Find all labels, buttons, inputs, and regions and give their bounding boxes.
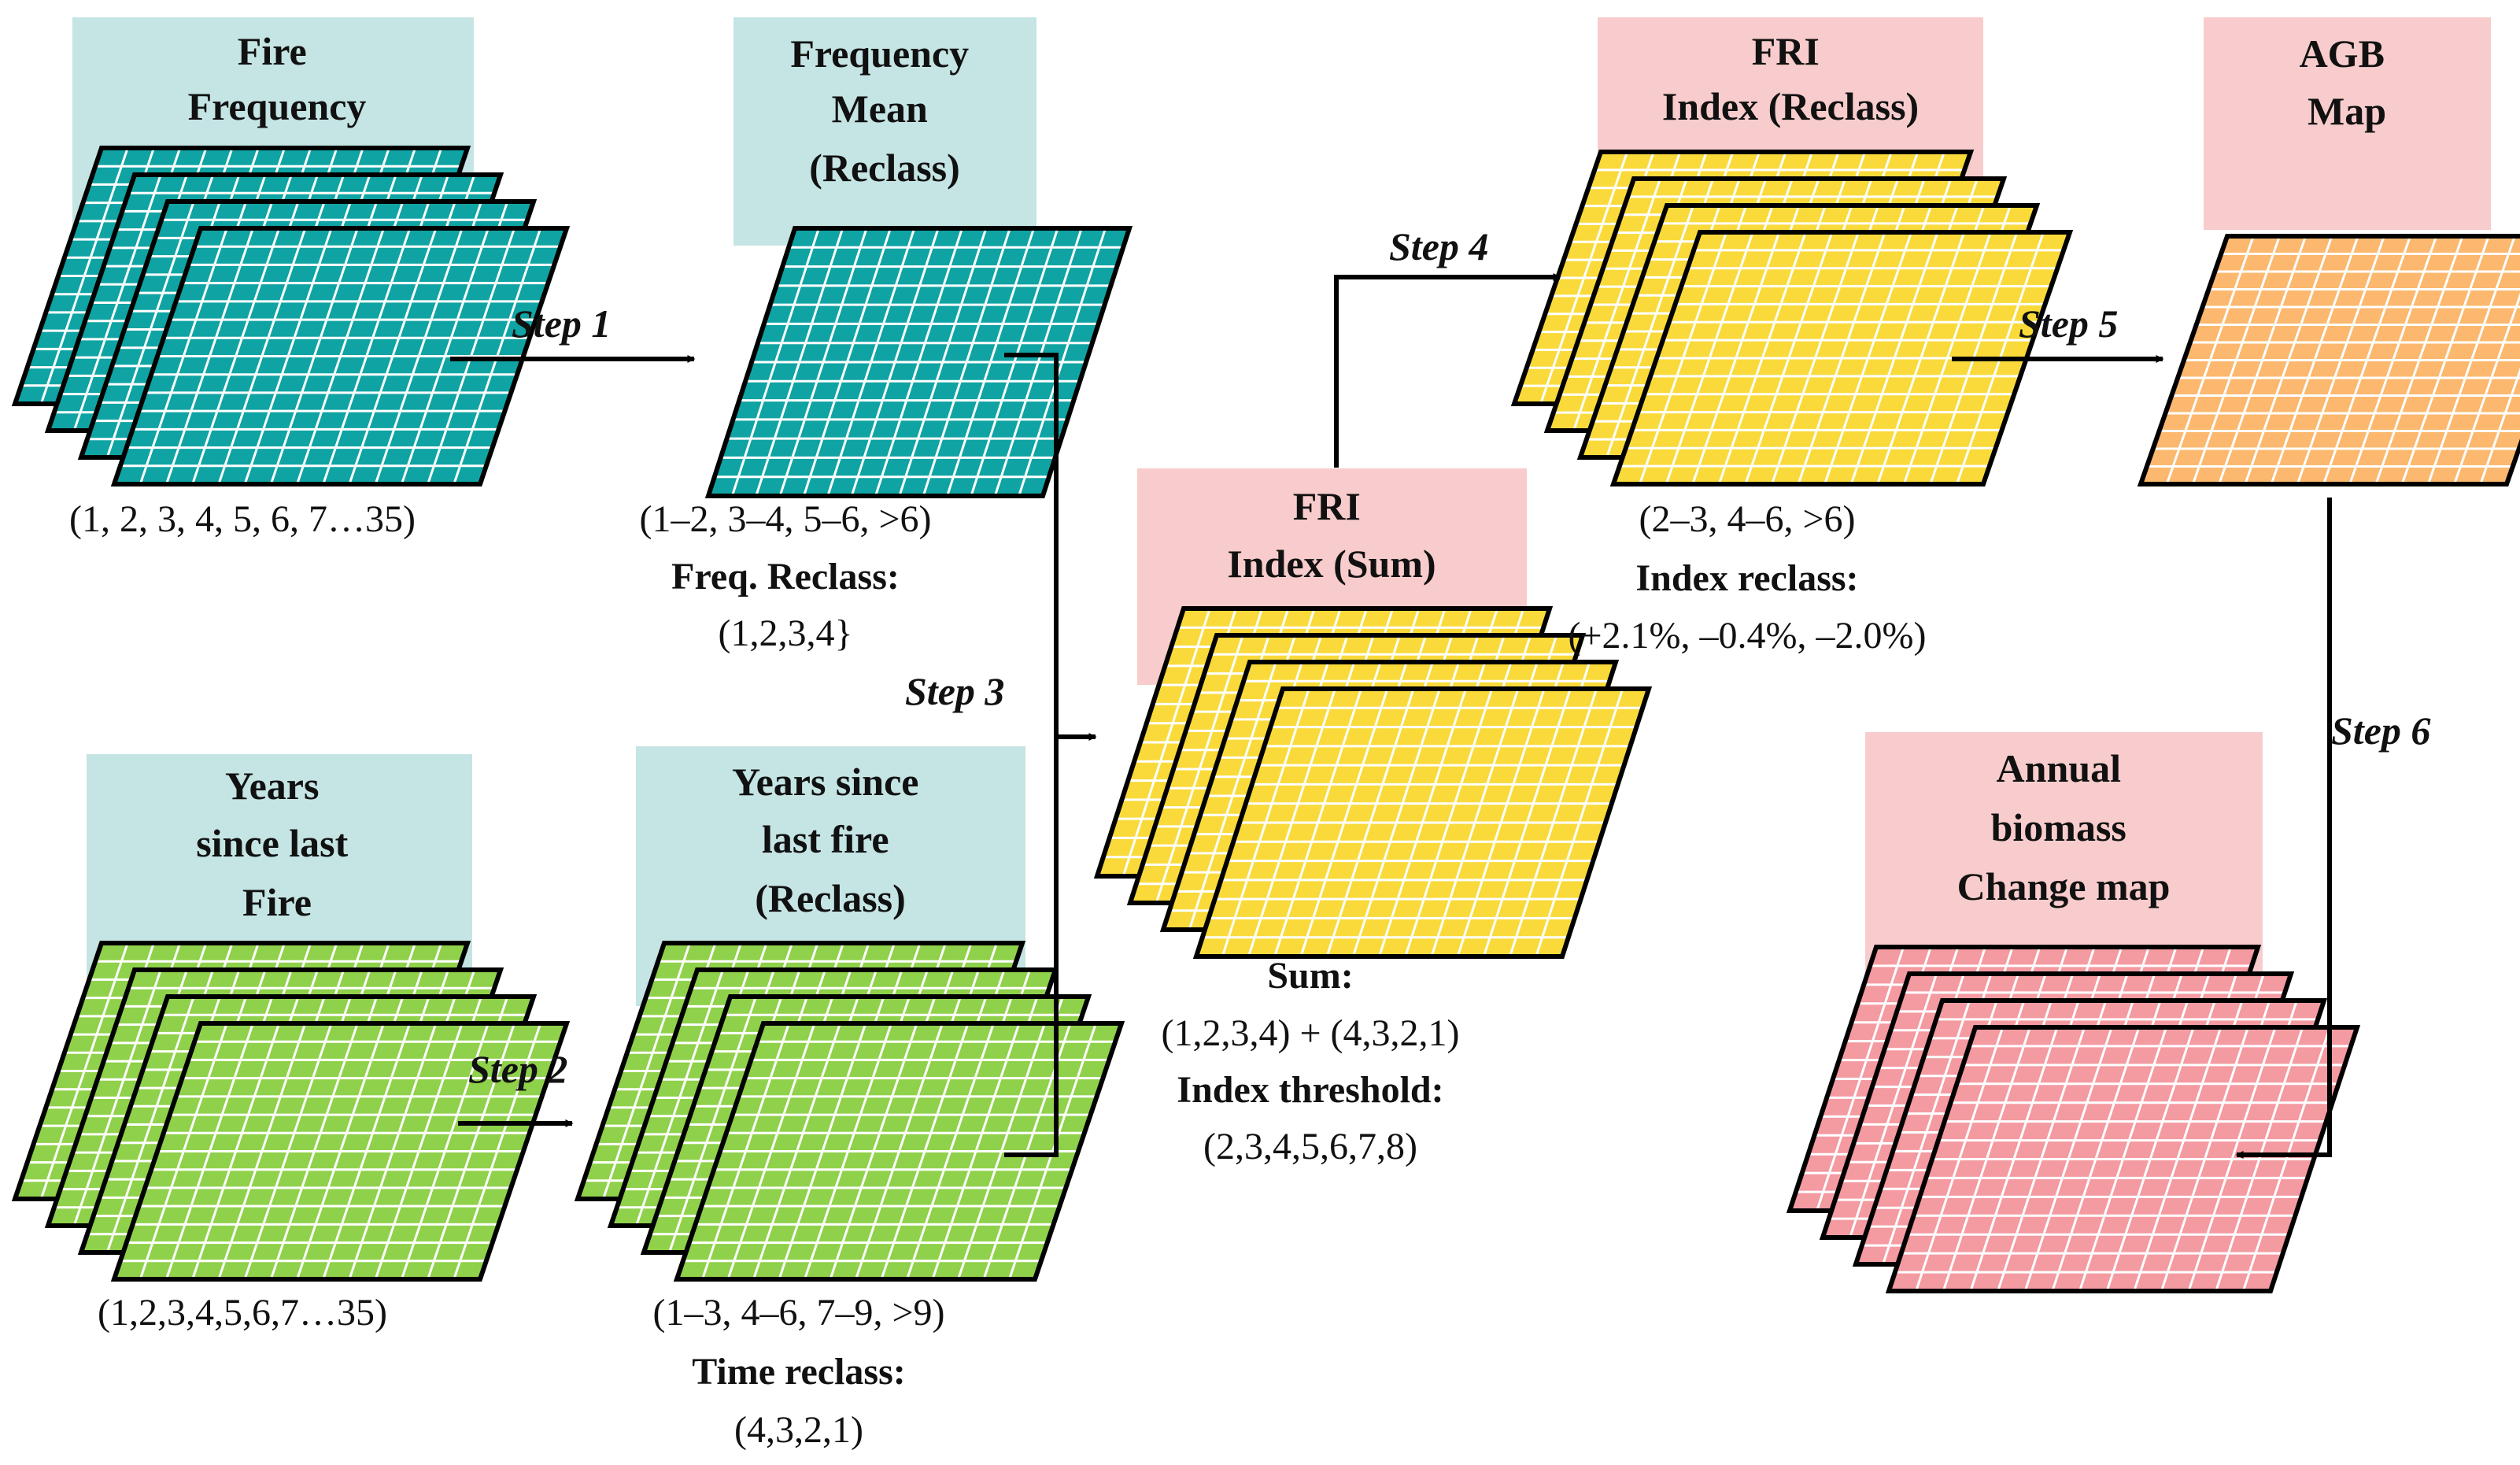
years-since-last-fire-reclass-layers-layer-4	[673, 1021, 1125, 1282]
fri-sum-label: Sum:	[1267, 955, 1353, 997]
layer-outline	[1192, 686, 1653, 959]
layer-grid	[714, 228, 1124, 497]
layer-grid	[2146, 235, 2520, 485]
years-since-last-fire-title: Years since last Fire	[196, 764, 358, 924]
frequency-mean-layer	[704, 226, 1133, 498]
agb-map-title-bg	[2204, 17, 2491, 230]
step-3-connector-bottom	[1004, 737, 1059, 1157]
step-4-label: Step 4	[1389, 224, 1488, 268]
fire-frequency-layers-layer-4	[110, 226, 571, 486]
step-3-connector-top	[1004, 353, 1097, 741]
step-4-arrow	[1334, 273, 1561, 468]
step-2-label: Step 2	[468, 1047, 567, 1091]
fri-sum-values: (1,2,3,4) + (4,3,2,1)	[1161, 1012, 1459, 1054]
layer-outline	[1609, 230, 2074, 486]
agb-map-title: AGB Map	[2300, 31, 2395, 133]
time-reclass-label: Time reclass:	[692, 1351, 906, 1393]
fire-frequency-title: Fire Frequency	[188, 29, 367, 128]
fri-index-reclass-range: (2–3, 4–6, >6)	[1639, 498, 1855, 540]
fri-index-sum-layers-layer-4	[1192, 686, 1653, 959]
layer-outline	[110, 1021, 571, 1282]
step-1-label: Step 1	[512, 302, 611, 346]
layer-grid	[682, 1023, 1116, 1280]
layer-grid	[120, 1023, 561, 1280]
layer-outline	[2137, 234, 2520, 486]
frequency-mean-title-bg	[733, 17, 1036, 246]
agb-map-layer-layer-1	[2137, 234, 2520, 486]
agb-map-layer	[2137, 234, 2520, 486]
annual-biomass-change-map-title: Annual biomass Change map	[1957, 746, 2171, 908]
years-since-last-fire-layers-layer-4	[110, 1021, 571, 1282]
freq-reclass-values: (1,2,3,4}	[718, 612, 852, 654]
fri-index-sum-title: FRI Index (Sum)	[1227, 484, 1436, 586]
fri-index-sum-layers	[1093, 606, 1653, 959]
frequency-mean-title: Frequency Mean (Reclass)	[790, 31, 978, 190]
layer-outline	[1885, 1025, 2361, 1293]
index-reclass-values: (+2.1%, –0.4%, –2.0%)	[1569, 615, 1927, 657]
index-threshold-label: Index threshold:	[1177, 1069, 1443, 1111]
layer-outline	[673, 1021, 1125, 1282]
years-since-last-fire-reclass-layers	[574, 941, 1125, 1282]
layer-outline	[110, 226, 571, 486]
freq-reclass-label: Freq. Reclass:	[671, 556, 900, 597]
layer-grid	[1894, 1027, 2352, 1292]
step-6-arrow	[2235, 498, 2332, 1159]
fri-index-reclass-title: FRI Index (Reclass)	[1662, 29, 1919, 128]
years-since-last-fire-reclass-range: (1–3, 4–6, 7–9, >9)	[652, 1292, 944, 1334]
layer-grid	[120, 228, 561, 485]
annual-biomass-change-map-layers-layer-4	[1885, 1025, 2361, 1293]
fri-index-reclass-layers	[1510, 150, 2074, 486]
years-since-last-fire-reclass-title: Years since last fire (Reclass)	[732, 760, 929, 920]
frequency-mean-layer-layer-1	[704, 226, 1133, 498]
index-threshold-values: (2,3,4,5,6,7,8)	[1203, 1126, 1417, 1167]
fire-frequency-layers	[11, 146, 571, 486]
years-since-last-fire-layers	[11, 941, 571, 1282]
frequency-mean-range: (1–2, 3–4, 5–6, >6)	[639, 498, 931, 540]
index-reclass-label: Index reclass:	[1635, 557, 1858, 599]
step-3-label: Step 3	[905, 669, 1004, 713]
years-since-last-fire-range: (1,2,3,4,5,6,7…35)	[98, 1292, 387, 1334]
step-5-label: Step 5	[2019, 302, 2118, 346]
layer-grid	[1202, 688, 1643, 957]
layer-outline	[704, 226, 1133, 498]
step-6-label: Step 6	[2331, 708, 2430, 753]
time-reclass-values: (4,3,2,1)	[734, 1409, 863, 1451]
annual-biomass-change-map-layers	[1786, 945, 2361, 1293]
fire-frequency-range: (1, 2, 3, 4, 5, 6, 7…35)	[69, 498, 416, 540]
